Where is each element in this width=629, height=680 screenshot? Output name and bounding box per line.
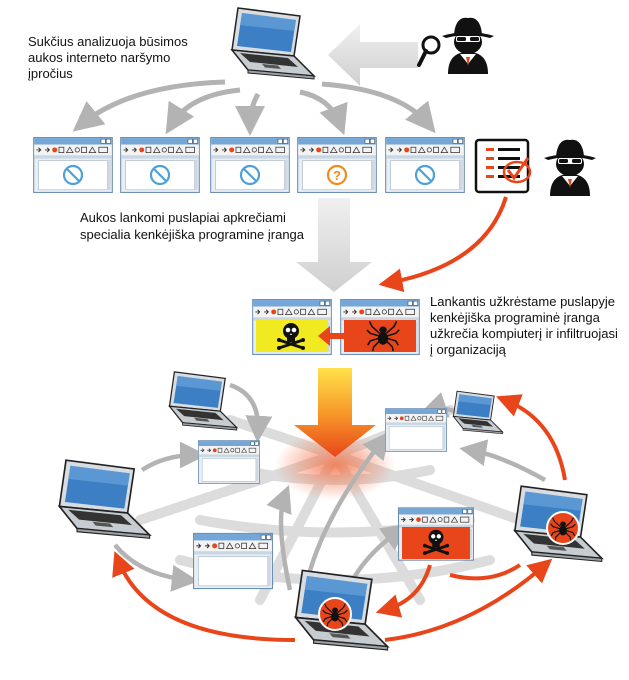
question-mark-icon: ? xyxy=(326,164,348,186)
caption-analysis: Sukčius analizuoja būsimos aukos interne… xyxy=(28,34,191,81)
network-malware-page xyxy=(397,507,475,561)
fanout-arrows xyxy=(72,79,436,137)
hacker-icon xyxy=(442,17,494,74)
network-browser-3 xyxy=(192,532,274,590)
malware-transfer-arrow xyxy=(318,326,344,346)
network-laptop-1 xyxy=(168,371,238,431)
caption-infected-pages: Aukos lankomi puslapiai apkrečiami speci… xyxy=(80,210,305,242)
svg-text:?: ? xyxy=(333,168,341,183)
infiltration-arrow xyxy=(294,368,376,457)
infected-laptop-right xyxy=(514,485,603,563)
network-browser-2 xyxy=(384,408,448,452)
attacker-laptop xyxy=(231,7,315,80)
network-browser-1 xyxy=(197,440,261,484)
checklist-document-icon xyxy=(474,138,532,194)
malware-page-yellow xyxy=(252,298,332,356)
infected-laptop-bottom xyxy=(294,569,389,651)
infection-down-arrow xyxy=(296,198,372,292)
magnifier-icon xyxy=(417,35,441,67)
malware-page-red xyxy=(340,298,420,356)
network-laptop-3 xyxy=(452,390,504,435)
no-entry-icon xyxy=(62,164,436,186)
caption-infection: Lankantis užkrėstame puslapyje kenkėjišk… xyxy=(430,294,621,357)
network-arrows-red xyxy=(112,394,567,642)
hacker-icon-2 xyxy=(544,139,596,196)
network-laptop-2 xyxy=(58,459,151,540)
hacker-infects-arrow xyxy=(378,196,508,293)
surveillance-arrow xyxy=(328,24,418,86)
